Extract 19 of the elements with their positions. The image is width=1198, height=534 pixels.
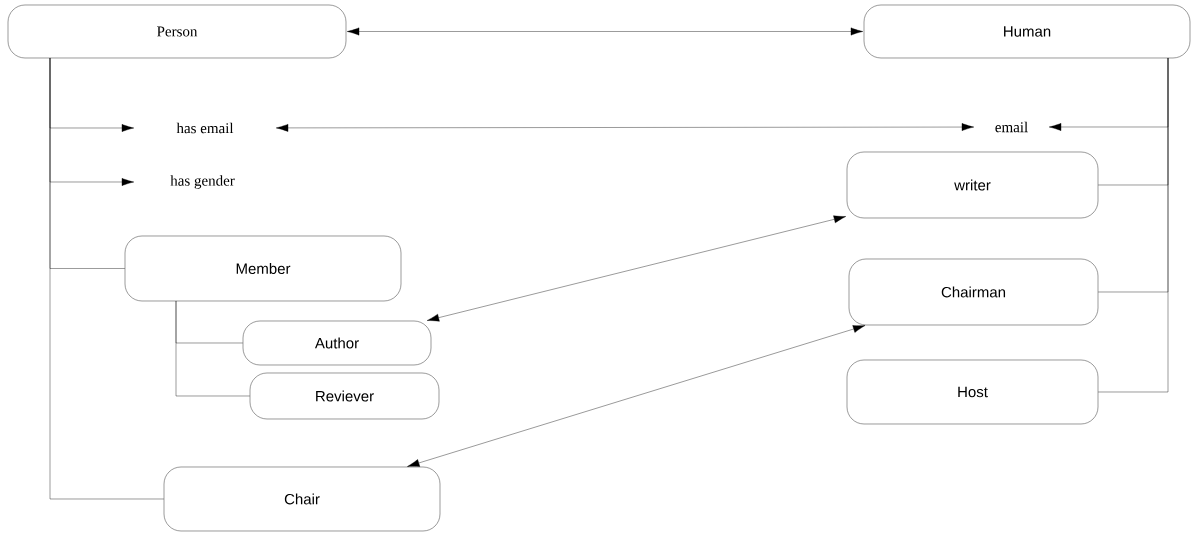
process-box: Author <box>242 320 432 366</box>
process-box: Host <box>846 359 1099 425</box>
connector-line <box>49 57 164 500</box>
connector-line <box>1098 57 1169 393</box>
process-box: Person <box>7 4 347 59</box>
connector-line <box>175 300 250 397</box>
process-box: Reviever <box>249 372 440 420</box>
arrow <box>276 123 974 132</box>
arrow <box>426 215 847 322</box>
process-box: writer <box>846 151 1099 219</box>
arrow <box>407 325 866 467</box>
process-box: Chair <box>163 466 441 532</box>
process-box: Member <box>124 235 402 302</box>
process-box: Chairman <box>848 258 1099 326</box>
attribute-label: has gender <box>170 175 235 189</box>
attribute-label: has email <box>176 122 234 134</box>
process-box: Human <box>863 4 1191 59</box>
arrow <box>347 27 863 36</box>
attribute-label: email <box>995 121 1028 133</box>
